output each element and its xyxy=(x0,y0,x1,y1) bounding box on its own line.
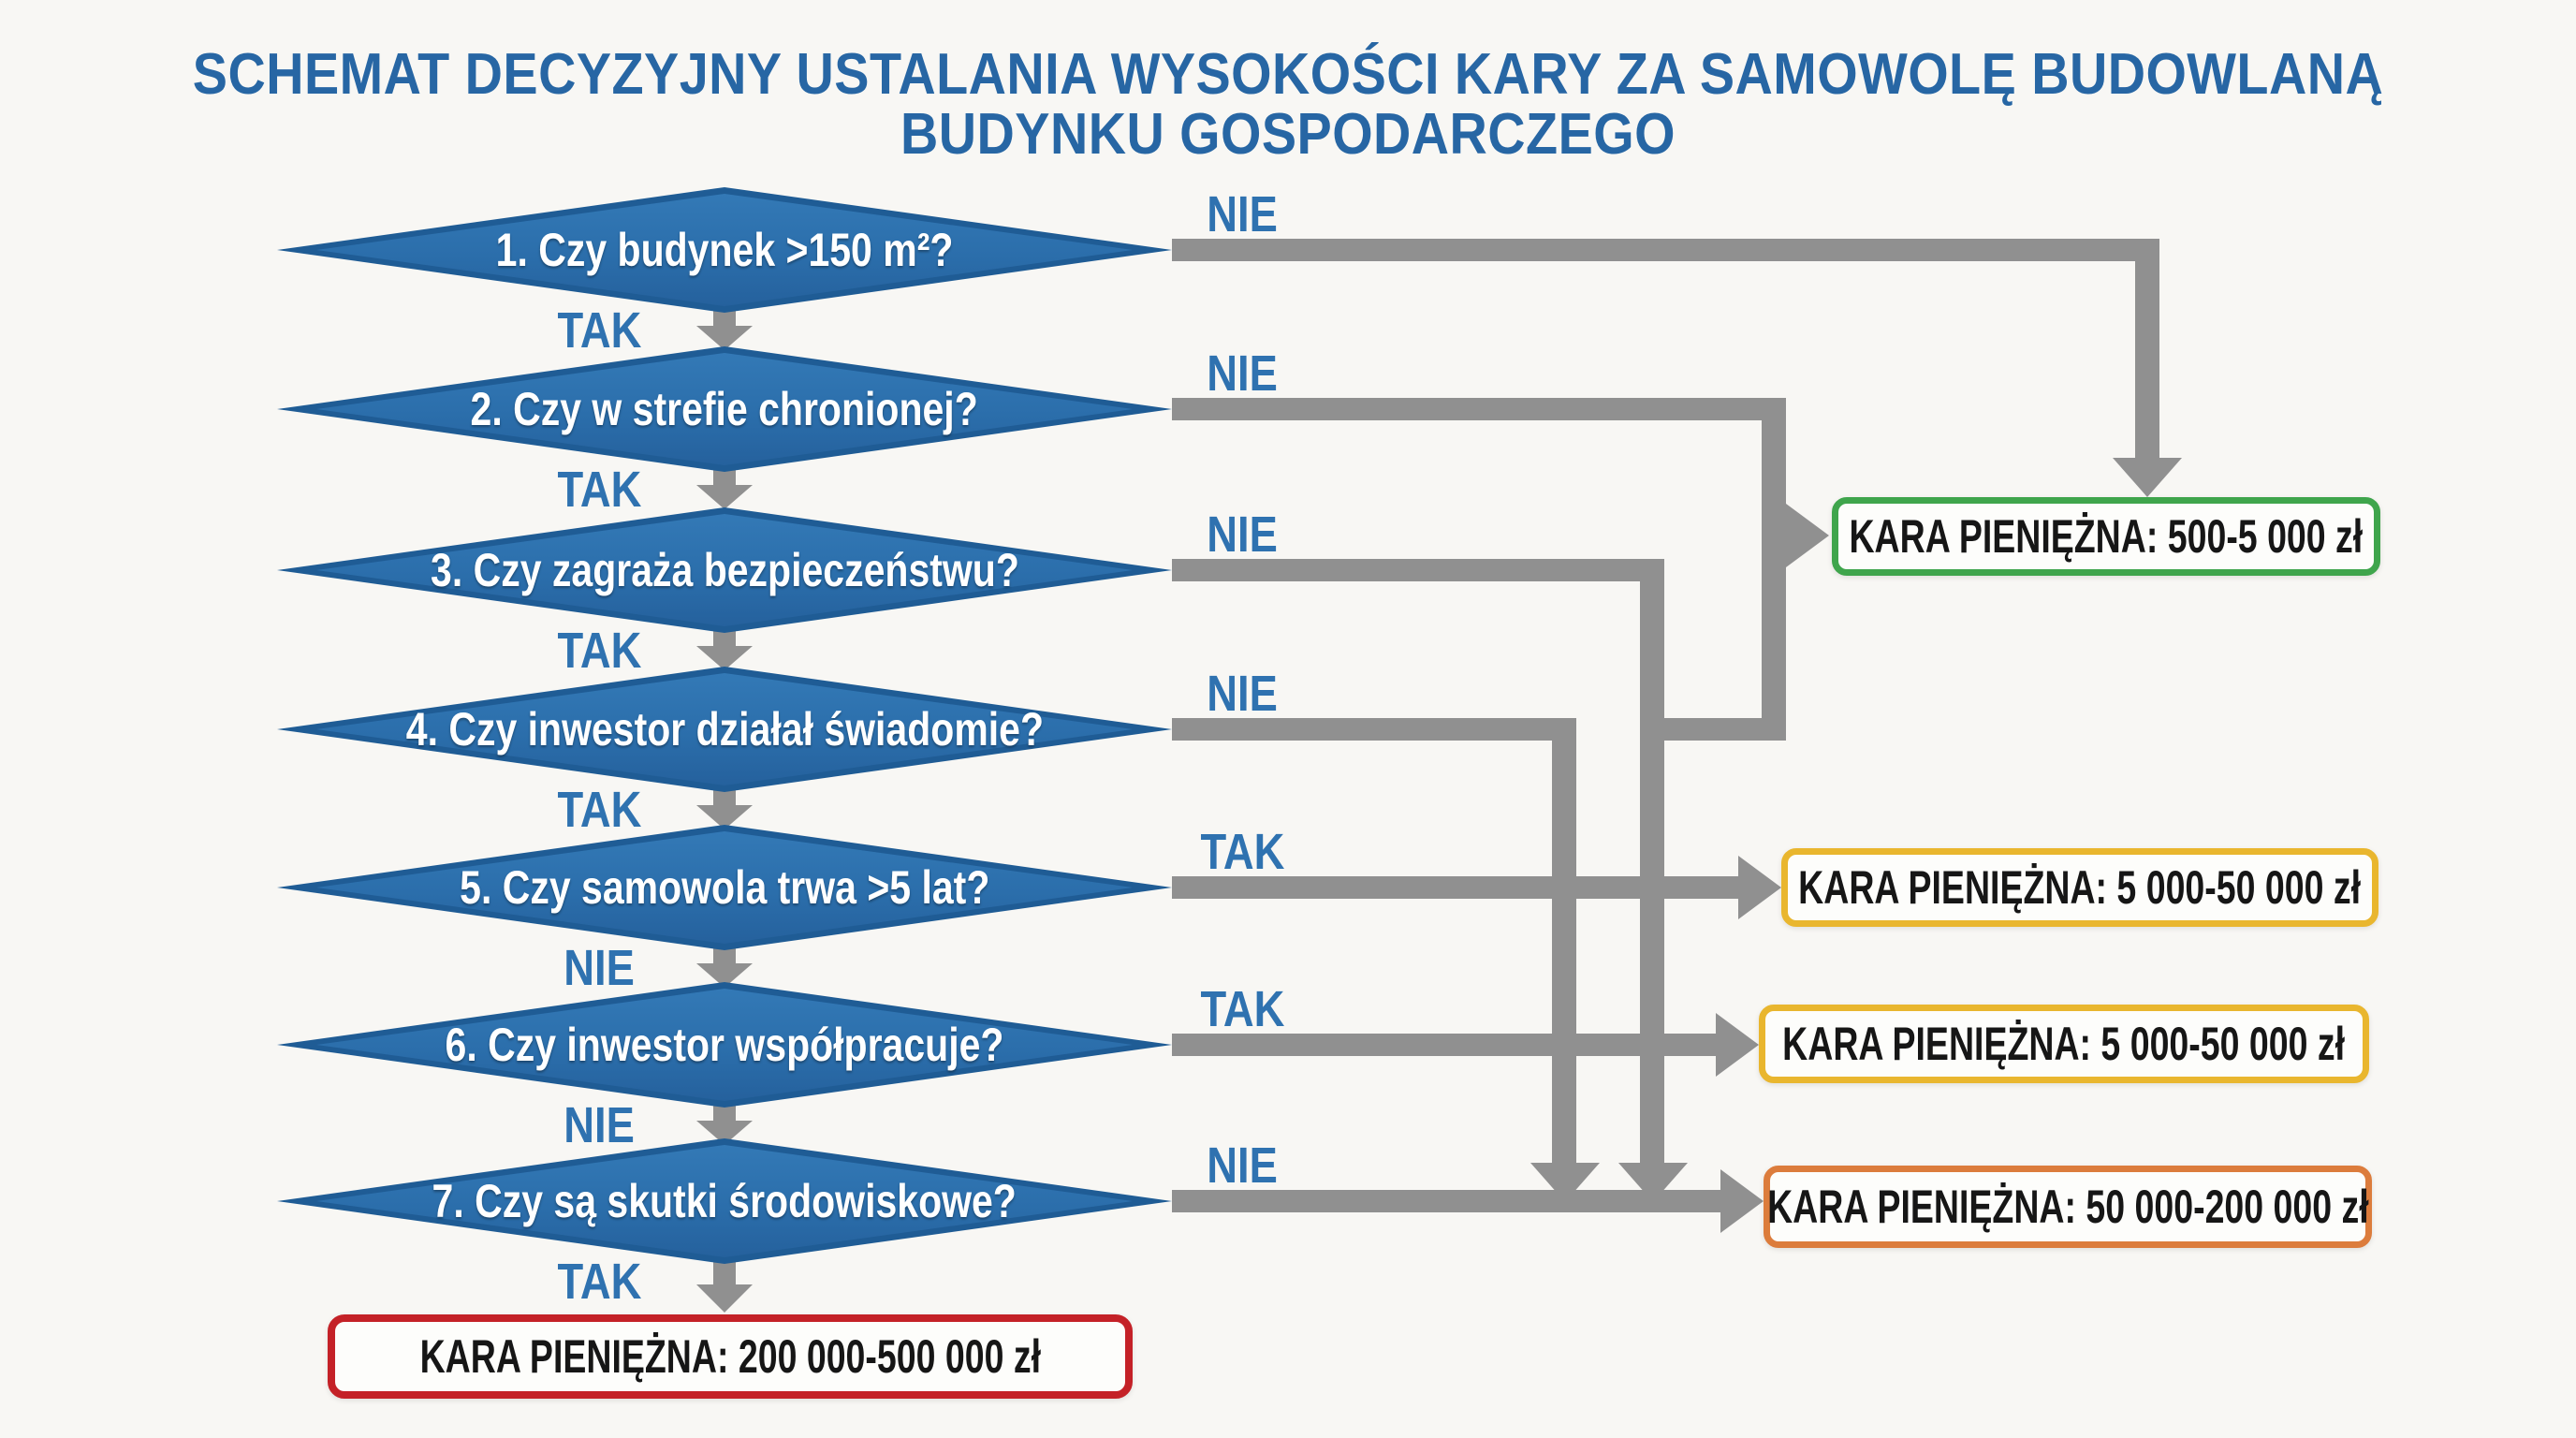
decision-4-label: 4. Czy inwestor działał świadomie? xyxy=(405,703,1044,756)
branch-label-d1-down: TAK xyxy=(557,302,641,359)
connector-d1-nie-vertical xyxy=(2135,239,2159,460)
outcome-box-green: KARA PIENIĘŻNA: 500-5 000 zł xyxy=(1832,497,2380,576)
connector-d5-tak-horizontal xyxy=(1172,876,1738,899)
outcome-box-red: KARA PIENIĘŻNA: 200 000-500 000 zł xyxy=(328,1314,1133,1399)
outcome-yellow2-label: KARA PIENIĘŻNA: 5 000-50 000 zł xyxy=(1782,1018,2346,1070)
decision-2-label: 2. Czy w strefie chronionej? xyxy=(470,383,979,435)
branch-label-d6-side: TAK xyxy=(1200,981,1284,1037)
decision-5-diamond: 5. Czy samowola trwa >5 lat? xyxy=(277,825,1172,950)
connector-d3-nie-horizontal xyxy=(1172,559,1664,581)
connector-d4-d5-stem xyxy=(713,790,736,807)
arrowhead-into-green-left-icon xyxy=(1786,504,1829,567)
connector-d3-d4-stem xyxy=(713,631,736,648)
connector-d4-nie-horizontal xyxy=(1172,718,1576,741)
branch-label-d3-side: NIE xyxy=(1207,506,1278,563)
branch-label-d4-down: TAK xyxy=(557,782,641,838)
decision-3-diamond: 3. Czy zagraża bezpieczeństwu? xyxy=(277,507,1172,633)
outcome-red-label: KARA PIENIĘŻNA: 200 000-500 000 zł xyxy=(419,1330,1041,1383)
decision-5-label: 5. Czy samowola trwa >5 lat? xyxy=(459,861,990,914)
connector-d7-red-stem xyxy=(713,1262,736,1286)
decision-6-label: 6. Czy inwestor współpracuje? xyxy=(445,1019,1004,1071)
branch-label-d1-side: NIE xyxy=(1207,186,1278,242)
connector-trunk-v3 xyxy=(1640,559,1664,1165)
connector-d1-nie-horizontal xyxy=(1172,239,2159,261)
decision-4-diamond: 4. Czy inwestor działał świadomie? xyxy=(277,667,1172,792)
connector-d6-d7-stem xyxy=(713,1106,736,1123)
connector-d1-d2-stem xyxy=(713,311,736,328)
arrowhead-d7-red-icon xyxy=(696,1284,753,1313)
decision-6-diamond: 6. Czy inwestor współpracuje? xyxy=(277,982,1172,1108)
branch-label-d5-side: TAK xyxy=(1200,824,1284,880)
branch-label-d5-down: NIE xyxy=(564,940,635,996)
branch-label-d2-down: TAK xyxy=(557,462,641,518)
arrowhead-into-yellow2-icon xyxy=(1716,1013,1759,1077)
branch-label-d2-side: NIE xyxy=(1207,345,1278,402)
arrowhead-d2-d3-icon xyxy=(696,485,753,509)
outcome-orange-label: KARA PIENIĘŻNA: 50 000-200 000 zł xyxy=(1766,1181,2369,1233)
arrowhead-into-green-top-icon xyxy=(2113,458,2182,497)
outcome-yellow1-label: KARA PIENIĘŻNA: 5 000-50 000 zł xyxy=(1798,861,2362,914)
branch-label-d4-side: NIE xyxy=(1207,666,1278,722)
page-title-line2: BUDYNKU GOSPODARCZEGO xyxy=(900,102,1676,167)
decision-2-diamond: 2. Czy w strefie chronionej? xyxy=(277,346,1172,472)
decision-1-diamond: 1. Czy budynek >150 m²? xyxy=(277,187,1172,313)
decision-7-label: 7. Czy są skutki środowiskowe? xyxy=(432,1175,1017,1227)
decision-3-label: 3. Czy zagraża bezpieczeństwu? xyxy=(430,544,1019,596)
connector-d6-tak-horizontal xyxy=(1172,1034,1716,1056)
connector-d2-nie-horizontal xyxy=(1172,398,1786,420)
arrowhead-into-yellow1-icon xyxy=(1738,856,1781,919)
branch-label-d7-down: TAK xyxy=(557,1254,641,1310)
connector-d2-d3-stem xyxy=(713,470,736,487)
outcome-green-label: KARA PIENIĘŻNA: 500-5 000 zł xyxy=(1849,510,2364,563)
outcome-box-yellow-1: KARA PIENIĘŻNA: 5 000-50 000 zł xyxy=(1781,848,2378,927)
arrowhead-into-orange-icon xyxy=(1720,1169,1764,1233)
branch-label-d3-down: TAK xyxy=(557,623,641,679)
decision-1-label: 1. Czy budynek >150 m²? xyxy=(495,224,954,276)
connector-d5-d6-stem xyxy=(713,948,736,965)
decision-7-diamond: 7. Czy są skutki środowiskowe? xyxy=(277,1138,1172,1264)
connector-trunk-v4 xyxy=(1552,718,1576,1165)
branch-label-d7-side: NIE xyxy=(1207,1137,1278,1194)
branch-label-d6-down: NIE xyxy=(564,1097,635,1153)
connector-bridge-v3-v2 xyxy=(1640,718,1786,741)
arrowhead-d3-d4-icon xyxy=(696,646,753,670)
page-title: SCHEMAT DECYZYJNY USTALANIA WYSOKOŚCI KA… xyxy=(129,45,2448,165)
outcome-box-yellow-2: KARA PIENIĘŻNA: 5 000-50 000 zł xyxy=(1759,1005,2369,1083)
connector-d7-nie-horizontal xyxy=(1172,1190,1720,1212)
page-title-line1: SCHEMAT DECYZYJNY USTALANIA WYSOKOŚCI KA… xyxy=(192,42,2384,107)
outcome-box-orange: KARA PIENIĘŻNA: 50 000-200 000 zł xyxy=(1764,1166,2372,1248)
connector-trunk-v2 xyxy=(1762,398,1786,741)
arrowhead-d1-d2-icon xyxy=(696,326,753,350)
